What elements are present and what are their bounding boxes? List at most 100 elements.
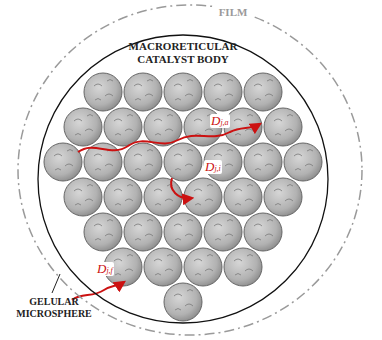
gelular-microsphere [64, 108, 102, 146]
gelular-microsphere [164, 213, 202, 251]
gelular-microsphere [84, 213, 122, 251]
sphere-texture [174, 220, 193, 241]
sphere-texture [134, 220, 153, 241]
sphere-body [284, 143, 322, 181]
sphere-body [124, 73, 162, 111]
sphere-texture [214, 80, 233, 101]
sphere-texture [54, 150, 73, 171]
gelular-microsphere [164, 283, 202, 321]
sphere-texture [234, 115, 253, 136]
diffusion-arrow [78, 124, 260, 152]
sphere-body [184, 178, 222, 216]
sphere-texture [174, 150, 193, 171]
sphere-texture [194, 185, 213, 206]
sphere-texture [154, 185, 173, 206]
sphere-body [84, 73, 122, 111]
sphere-body [224, 248, 262, 286]
gelular-microsphere [144, 248, 182, 286]
gelular-microsphere [244, 73, 282, 111]
sphere-body [184, 248, 222, 286]
node-label: MACRORETICULAR CATALYST BODY [108, 40, 258, 65]
sphere-body [164, 283, 202, 321]
gelular-microsphere [224, 248, 262, 286]
sphere-texture [74, 115, 93, 136]
sphere-body [244, 73, 282, 111]
part-name: GELULAR MICROSPHERE [4, 296, 104, 319]
gelular-microsphere [164, 73, 202, 111]
sphere-texture [154, 255, 173, 276]
diffusivity-label: Dj,a [210, 114, 230, 128]
gelular-microsphere [144, 178, 182, 216]
sphere-texture [274, 115, 293, 136]
sphere-body [204, 143, 242, 181]
sphere-body [164, 143, 202, 181]
sphere-body [264, 108, 302, 146]
gelular-microsphere [184, 248, 222, 286]
sphere-body [144, 178, 182, 216]
sphere-body [124, 143, 162, 181]
gelular-microsphere [104, 178, 142, 216]
sphere-texture [94, 150, 113, 171]
sphere-body [264, 178, 302, 216]
node-label: FILM [213, 6, 253, 19]
sphere-texture [294, 150, 313, 171]
body-outline [37, 34, 329, 324]
sphere-texture [154, 115, 173, 136]
sphere-body [104, 108, 142, 146]
sphere-texture [194, 255, 213, 276]
gelular-microsphere [244, 143, 282, 181]
gelular-microsphere [284, 143, 322, 181]
gelular-spheres [44, 73, 322, 321]
sphere-texture [234, 255, 253, 276]
sphere-texture [254, 220, 273, 241]
gelular-microsphere [124, 213, 162, 251]
sphere-body [124, 213, 162, 251]
sphere-body [244, 213, 282, 251]
gelular-microsphere [204, 213, 242, 251]
gelular-microsphere [44, 143, 82, 181]
sphere-texture [174, 290, 193, 311]
diffusion-arrows [72, 124, 260, 300]
diffusivity-label: Dj,i [204, 160, 222, 174]
sphere-body [104, 178, 142, 216]
leader-line [52, 274, 60, 293]
sphere-texture [94, 220, 113, 241]
sphere-texture [234, 185, 253, 206]
film-boundary: MACRORETICULAR CATALYST BODY FILM [17, 4, 363, 336]
gelular-microsphere [224, 178, 262, 216]
sphere-body [64, 108, 102, 146]
sphere-texture [254, 80, 273, 101]
sphere-body [44, 143, 82, 181]
sphere-texture [174, 80, 193, 101]
sphere-body [204, 73, 242, 111]
sphere-texture [134, 150, 153, 171]
sphere-texture [254, 150, 273, 171]
sphere-texture [74, 185, 93, 206]
gelular-microsphere [124, 73, 162, 111]
gelular-microsphere [264, 108, 302, 146]
gelular-microsphere [204, 143, 242, 181]
gelular-microsphere [204, 73, 242, 111]
sphere-body [164, 213, 202, 251]
sphere-body [224, 178, 262, 216]
gelular-microsphere [264, 178, 302, 216]
outline-shape [38, 35, 328, 323]
sphere-body [204, 213, 242, 251]
sphere-body [144, 248, 182, 286]
catalyst-body: MACRORETICULAR CATALYST BODY [37, 34, 329, 324]
gelular-microsphere [124, 143, 162, 181]
sphere-body [244, 143, 282, 181]
sphere-texture [114, 115, 133, 136]
sphere-texture [94, 80, 113, 101]
diffusivity-label: Dj,f [96, 262, 114, 276]
gelular-microsphere [184, 178, 222, 216]
sphere-texture [274, 185, 293, 206]
sphere-texture [134, 80, 153, 101]
sphere-body [224, 108, 262, 146]
sphere-texture [214, 220, 233, 241]
gelular-microsphere [64, 178, 102, 216]
sphere-texture [114, 255, 133, 276]
gelular-microsphere [84, 73, 122, 111]
gelular-microsphere [224, 108, 262, 146]
